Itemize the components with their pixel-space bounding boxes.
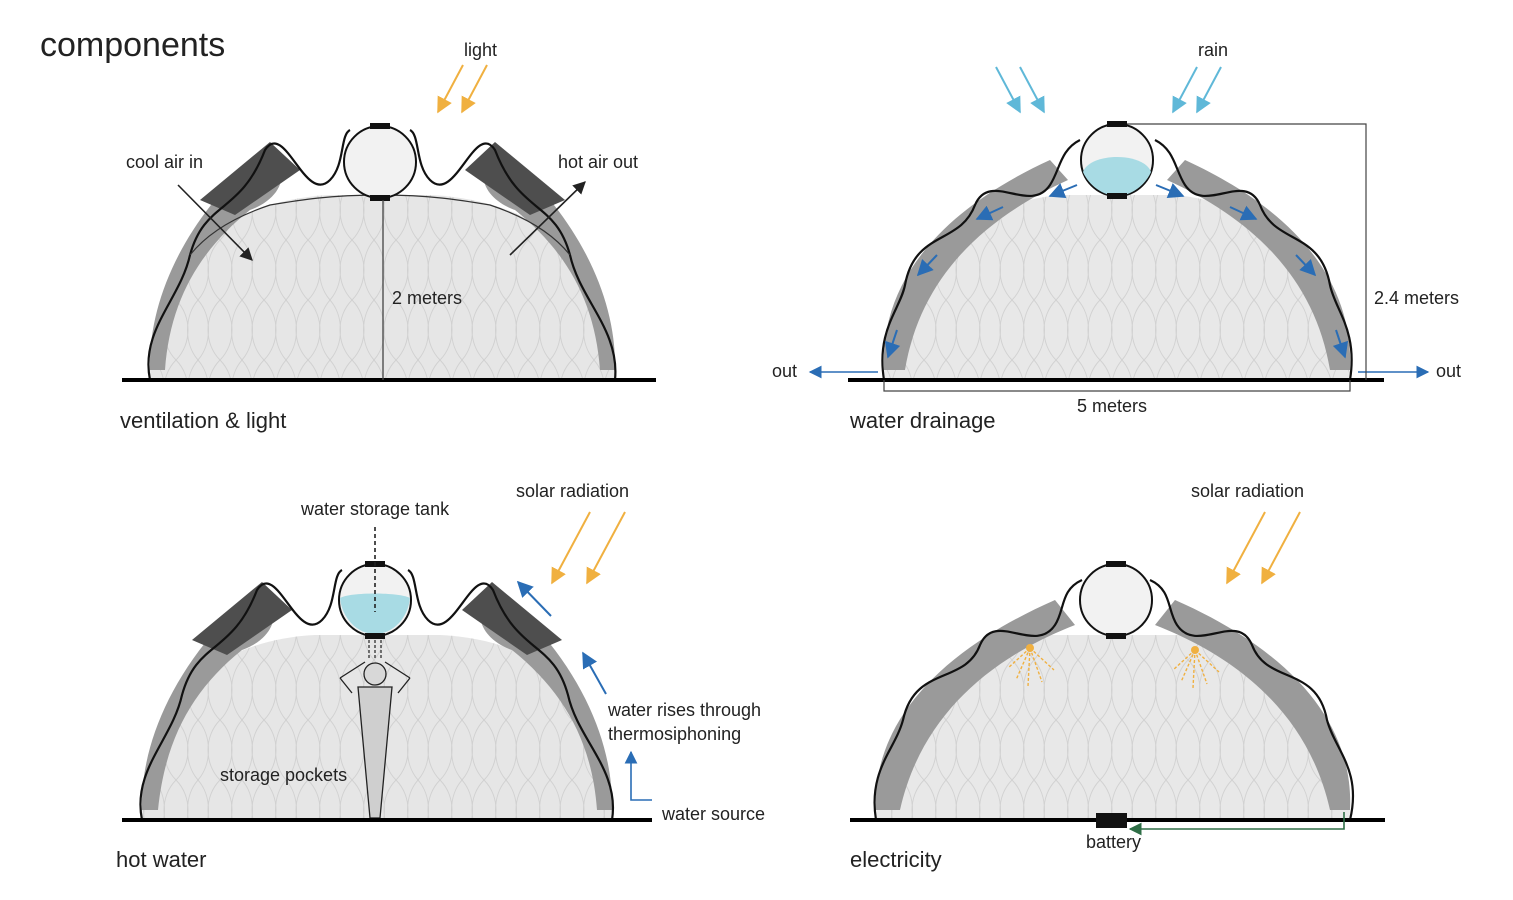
rain-label: rain [1198,40,1228,60]
dome-panel-right-dark [462,582,562,655]
page-title: components [40,26,225,64]
flow-arrow [1295,254,1317,277]
flow-arrow [1229,205,1258,221]
rain-arrow [995,66,1021,114]
pockets-label: storage pockets [220,765,347,785]
rise-arrow [516,580,552,617]
energy-burst-right [1172,646,1220,689]
width-dimension [883,380,1351,392]
flow-arrow [1048,183,1078,198]
caption-hot-water: hot water [116,847,207,872]
flow-arrow [916,254,938,277]
rain-arrow [1172,66,1198,114]
stored-water [340,593,410,634]
rises-label-line1: water rises through [607,700,761,720]
solar-arrow [586,511,626,585]
rain-arrow [1019,66,1045,114]
out-label-right: out [1436,361,1461,381]
collected-water [1083,157,1151,196]
sphere-cap-top [1106,561,1126,567]
sphere-cap-top [370,123,390,129]
dome-outline [873,578,1355,821]
out-label-left: out [772,361,797,381]
panel-drainage: rain out out 2.4 meters 5 meters water d… [772,40,1461,433]
width-label: 5 meters [1077,396,1147,416]
battery-icon [1096,813,1127,828]
sphere-cap-top [1107,121,1127,127]
flow-arrow [1155,183,1185,198]
sphere-cap-bottom [1107,193,1127,199]
dome-outline [139,569,615,821]
dome-lattice [884,195,1350,380]
light-arrow [461,64,488,114]
tank-label: water storage tank [300,499,450,519]
flow-arrow [884,329,901,359]
light-arrow [437,64,464,114]
height-label: 2 meters [392,288,462,308]
caption-electricity: electricity [850,847,942,872]
battery-wire [1128,812,1345,836]
panel-electricity: solar radiation battery electricity [850,481,1385,872]
flow-arrow [975,205,1004,221]
solar-arrow [551,511,591,585]
sphere-cap-bottom [365,633,385,639]
rises-label-line2: thermosiphoning [608,724,741,744]
panel-ventilation: 2 meters light cool air in hot air out v… [120,40,656,433]
light-label: light [464,40,497,60]
energy-burst-left [1007,644,1055,687]
rise-arrow [582,651,607,695]
caption-drainage: water drainage [849,408,996,433]
rain-arrow [1196,66,1222,114]
center-sphere [1079,563,1153,637]
height-dimension [1127,123,1367,380]
dome-outline [881,139,1353,381]
height-label: 2.4 meters [1374,288,1459,308]
solar-label: solar radiation [1191,481,1304,501]
panel-hot-water: water storage tank solar radiation water… [116,481,765,872]
dome-lattice [876,635,1350,820]
caption-ventilation: ventilation & light [120,408,286,433]
dome-outline [147,129,617,381]
cool-air-arrow [177,184,253,261]
cool-air-label: cool air in [126,152,203,172]
flow-arrow [1332,329,1349,359]
source-label: water source [661,804,765,824]
battery-label: battery [1086,832,1141,852]
solar-label: solar radiation [516,481,629,501]
dome-panel-right-dark [465,142,565,215]
source-arrow [624,750,652,801]
pv-panel-left [875,600,1075,810]
skylight-sphere [343,125,417,199]
sphere-cap-bottom [1106,633,1126,639]
hot-air-arrow [509,181,586,256]
solar-arrow [1226,511,1266,585]
solar-arrow [1261,511,1301,585]
sphere-cap-bottom [370,195,390,201]
hot-air-label: hot air out [558,152,638,172]
